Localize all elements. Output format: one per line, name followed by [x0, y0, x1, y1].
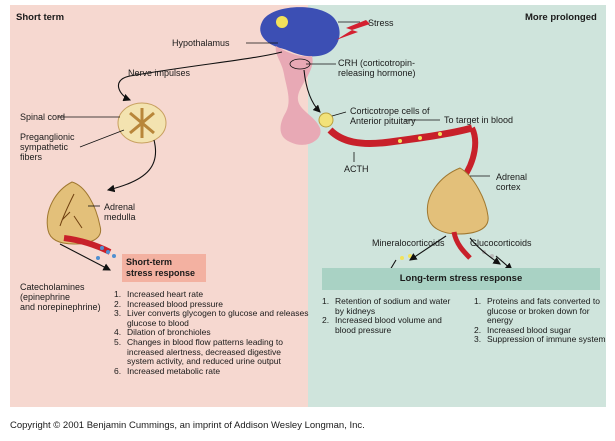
- acth-blood-vessel: [327, 124, 473, 147]
- nerve-impulses-label: Nerve impulses: [128, 68, 191, 78]
- glucocorticoids-label: Glucocorticoids: [470, 238, 532, 248]
- adrenal-cortex-label: Adrenal cortex: [496, 172, 528, 192]
- corticotrope-cells: [318, 112, 334, 128]
- stress-lightning-icon: [336, 20, 370, 40]
- list-item: 2.Increased blood pressure: [114, 298, 223, 309]
- adrenal-medulla-label: Adrenal medulla: [104, 202, 136, 222]
- catecholamines-label: Catecholamines (epinephrine and norepine…: [20, 282, 101, 312]
- acth-label: ACTH: [344, 164, 369, 174]
- adrenal-medulla-illustration: [46, 181, 102, 245]
- list-item: 2.Increased blood sugar: [474, 324, 572, 335]
- glucocorticoid-effects-list: 1.Proteins and fats converted to glucose…: [474, 296, 606, 345]
- list-item: 3.Suppression of immune system: [474, 334, 606, 345]
- spinal-cord-illustration: [117, 102, 167, 144]
- short-term-response-box: Short-term stress response: [122, 254, 206, 282]
- list-item: 1.Retention of sodium and water by kidne…: [322, 296, 451, 316]
- short-term-effects-list: 1.Increased heart rate 2.Increased blood…: [114, 289, 310, 376]
- list-item: 2.Increased blood volume and blood press…: [322, 315, 442, 335]
- spinal-cord-label: Spinal cord: [20, 112, 66, 122]
- mineralocorticoids-label: Mineralocorticoids: [372, 238, 445, 248]
- corticotrope-label: Corticotrope cells of Anterior pituitary: [350, 106, 430, 126]
- stress-label: Stress: [368, 18, 394, 28]
- preganglionic-label: Preganglionic sympathetic fibers: [20, 132, 75, 162]
- list-item: 1.Proteins and fats converted to glucose…: [474, 296, 600, 326]
- to-target-label: To target in blood: [444, 115, 514, 125]
- list-item: 3.Liver converts glycogen to glucose and…: [114, 308, 309, 328]
- hypothalamus-label: Hypothalamus: [172, 38, 230, 48]
- mineralocorticoid-effects-list: 1.Retention of sodium and water by kidne…: [322, 296, 460, 335]
- list-item: 4.Dilation of bronchioles: [114, 327, 211, 338]
- more-prolonged-heading: More prolonged: [525, 12, 597, 23]
- list-item: 6.Increased metabolic rate: [114, 365, 221, 376]
- list-item: 1.Increased heart rate: [114, 289, 204, 299]
- hypothalamus-illustration: [260, 7, 340, 145]
- medulla-blood-vessel: [63, 235, 112, 255]
- long-term-response-box: Long-term stress response: [322, 268, 600, 290]
- adrenal-cortex-illustration: [426, 167, 489, 235]
- copyright-notice: Copyright © 2001 Benjamin Cummings, an i…: [10, 420, 365, 431]
- list-item: 5.Changes in blood flow patterns leading…: [114, 336, 283, 367]
- short-term-heading: Short term: [16, 12, 65, 23]
- crh-label: CRH (corticotropin- releasing hormone): [338, 58, 416, 78]
